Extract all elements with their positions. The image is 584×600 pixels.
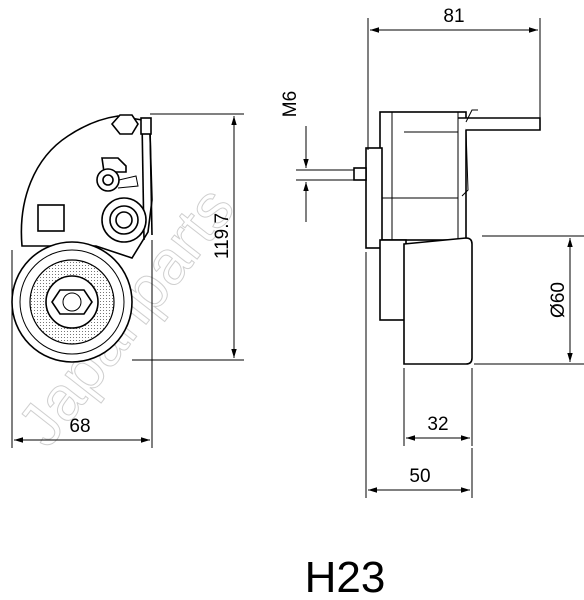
dim-label-50: 50: [409, 466, 430, 487]
side-view-dimensions: 81 M6 Ø60 32 50: [280, 6, 584, 498]
side-view: [353, 109, 541, 365]
dim-label-119-7: 119.7: [212, 213, 233, 259]
dim-label-32: 32: [427, 414, 448, 435]
pulley-rim: [19, 249, 125, 355]
eyelet-inner: [102, 174, 114, 186]
plunger-tab: [465, 109, 478, 123]
small-roller-inner: [115, 211, 133, 229]
dim-label-diameter-60: Ø60: [548, 282, 569, 318]
front-view: [11, 114, 153, 363]
dim-label-m6: M6: [280, 91, 301, 117]
base-plate: [379, 239, 407, 321]
eyelet-link: [117, 175, 139, 189]
pulley-side: [403, 237, 473, 365]
front-view-dimensions: 119.7 68: [11, 113, 244, 448]
bracket-edge-line: [149, 125, 153, 236]
m6-stud: [353, 167, 367, 181]
square-window: [37, 204, 65, 232]
mounting-flange: [365, 147, 383, 249]
center-hex-bolt: [51, 289, 93, 315]
dim-label-68: 68: [69, 416, 90, 437]
part-code: H23: [305, 553, 386, 600]
bolt-center: [62, 292, 82, 312]
plunger-arm: [458, 117, 541, 131]
housing-upper: [379, 111, 467, 241]
top-hex-nut: [110, 114, 139, 135]
bracket-pin: [140, 117, 152, 135]
plunger-link: [461, 129, 469, 197]
dim-label-81: 81: [443, 6, 464, 27]
